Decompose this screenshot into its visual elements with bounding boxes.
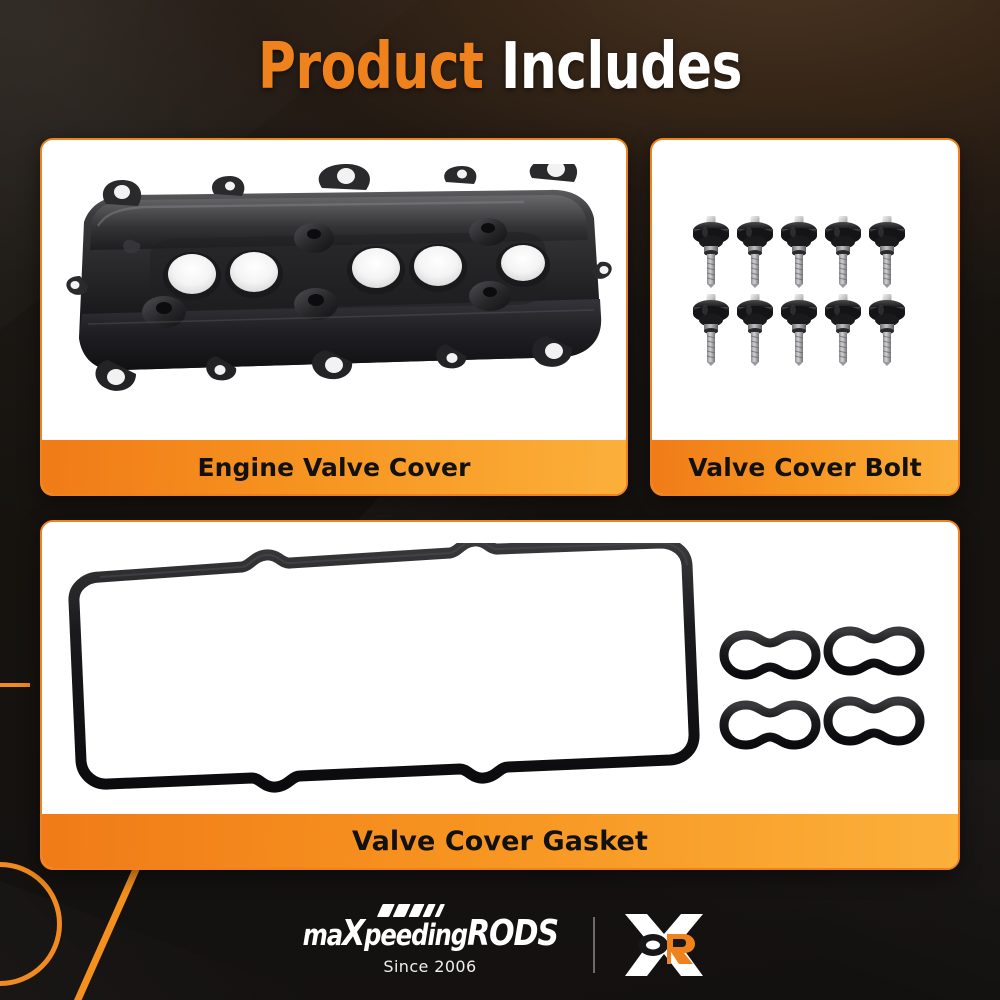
maxpeedingrods-logo: maXpeedingRODS Since 2006 [293, 903, 568, 976]
brand-middle: peeding [363, 917, 468, 952]
gasket-illustration [68, 543, 925, 793]
footer-branding: maXpeedingRODS Since 2006 [0, 890, 1000, 1000]
footer-divider [593, 917, 596, 973]
or-badge-logo [621, 912, 707, 978]
card-caption-engine-valve-cover: Engine Valve Cover [42, 440, 626, 494]
page-title-rest: Includes [501, 30, 743, 104]
product-card-valve-cover-gasket[interactable]: Valve Cover Gasket [40, 520, 960, 870]
page-title: Product Includes [50, 34, 950, 100]
page-title-highlight: Product [257, 30, 484, 104]
card-caption-valve-cover-bolt: Valve Cover Bolt [652, 440, 958, 494]
brand-tagline: Since 2006 [383, 956, 477, 976]
x-badge-icon [625, 914, 704, 976]
valve-cover-gasket-image [42, 522, 958, 814]
brand-suffix: RODS [466, 912, 559, 954]
card-caption-valve-cover-gasket: Valve Cover Gasket [42, 814, 958, 868]
valve-cover-image [42, 140, 626, 440]
speed-streaks-icon [376, 903, 448, 919]
decorative-accent-line [0, 683, 30, 687]
brand-x-letter: X [341, 912, 365, 954]
brand-prefix: ma [302, 917, 343, 952]
bolt-set-illustration [692, 215, 906, 367]
valve-cover-illustration [66, 164, 612, 391]
product-card-engine-valve-cover[interactable]: Engine Valve Cover [40, 138, 628, 496]
valve-cover-bolt-image [652, 140, 958, 440]
brand-wordmark: maXpeedingRODS [302, 903, 559, 954]
product-card-valve-cover-bolt[interactable]: Valve Cover Bolt [650, 138, 960, 496]
